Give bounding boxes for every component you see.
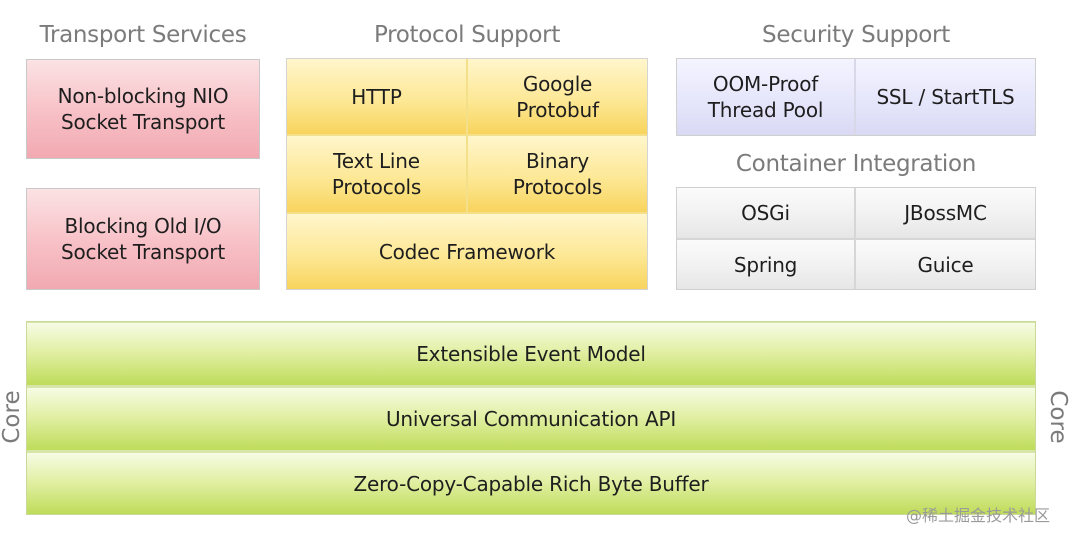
core-label-right: Core: [1045, 390, 1071, 444]
jbossmc-box: JBossMC: [856, 188, 1035, 238]
osgi-box: OSGi: [677, 188, 854, 238]
universal-communication-api-box: Universal Communication API: [27, 387, 1035, 450]
transport-services-heading: Transport Services: [39, 22, 247, 48]
guice-box: Guice: [856, 240, 1035, 289]
container-integration-heading: Container Integration: [735, 151, 977, 177]
core-label-left: Core: [0, 390, 25, 444]
security-support-heading: Security Support: [762, 22, 950, 48]
oio-socket-transport-box: Blocking Old I/O Socket Transport: [26, 188, 260, 290]
binary-protocols-box: Binary Protocols: [468, 136, 647, 212]
spring-box: Spring: [677, 240, 854, 289]
nio-socket-transport-box: Non-blocking NIO Socket Transport: [26, 59, 260, 159]
codec-framework-box: Codec Framework: [287, 214, 647, 289]
http-box: HTTP: [287, 59, 466, 134]
oom-proof-thread-pool-box: OOM-Proof Thread Pool: [677, 59, 854, 135]
google-protobuf-box: Google Protobuf: [468, 59, 647, 134]
extensible-event-model-box: Extensible Event Model: [27, 322, 1035, 385]
watermark-text: @稀土掘金技术社区: [906, 506, 1051, 525]
zero-copy-byte-buffer-box: Zero-Copy-Capable Rich Byte Buffer: [27, 452, 1035, 514]
protocol-support-heading: Protocol Support: [373, 22, 561, 48]
ssl-starttls-box: SSL / StartTLS: [856, 59, 1035, 135]
text-line-protocols-box: Text Line Protocols: [287, 136, 466, 212]
